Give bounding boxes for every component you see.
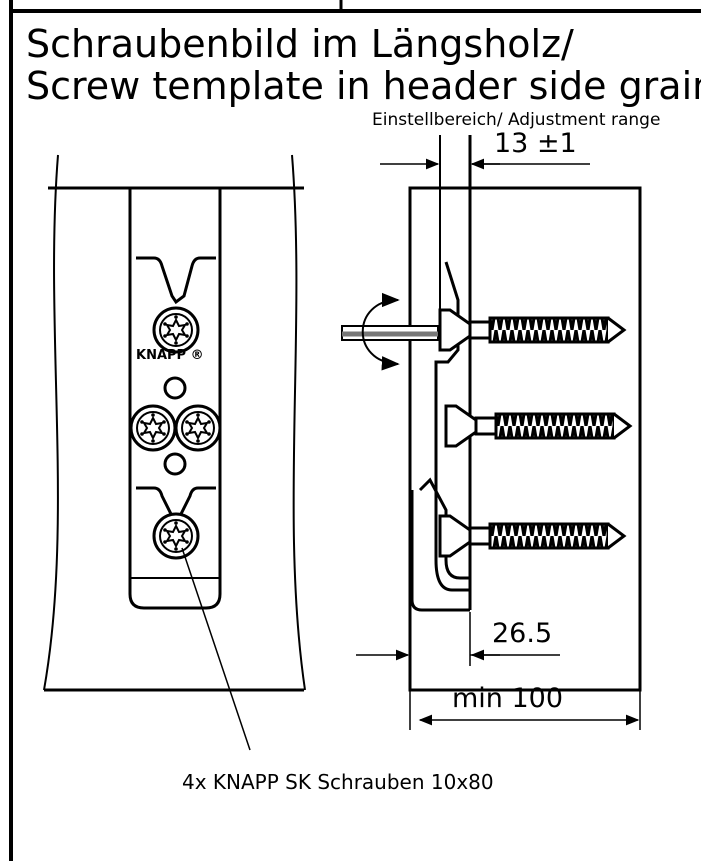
screw-head-bottom xyxy=(152,512,200,560)
rotation-arrow xyxy=(361,292,400,371)
title-german: Schraubenbild im Längsholz/ xyxy=(26,22,574,66)
screw-head-top xyxy=(152,306,200,354)
screw-head-middle-left xyxy=(129,404,177,452)
hole-upper xyxy=(163,376,187,400)
upper-slot xyxy=(136,256,216,305)
hole-lower xyxy=(163,452,187,476)
beam-break-right xyxy=(291,154,306,691)
knapp-logo: KNAPP ® xyxy=(136,348,204,363)
screw-callout-caption: 4x KNAPP SK Schrauben 10x80 xyxy=(182,770,494,794)
side-screw-bottom xyxy=(438,514,626,558)
connector-profile xyxy=(434,261,470,592)
dim-adjustment-value: 13 ±1 xyxy=(494,128,577,159)
side-screw-top xyxy=(438,308,626,352)
side-view xyxy=(341,135,642,730)
side-screw-middle xyxy=(444,404,632,448)
dim-offset-value: 26.5 xyxy=(492,618,553,649)
front-view: KNAPP ® xyxy=(43,154,306,751)
screw-head-middle-right xyxy=(174,404,222,452)
connector-plate xyxy=(128,188,222,610)
dim-min-depth-value: min 100 xyxy=(452,683,564,714)
title-english: Screw template in header side grain xyxy=(26,64,701,108)
adjustment-range-label: Einstellbereich/ Adjustment range xyxy=(372,110,661,130)
beam-break-left xyxy=(43,154,59,691)
callout-leader xyxy=(181,547,251,751)
